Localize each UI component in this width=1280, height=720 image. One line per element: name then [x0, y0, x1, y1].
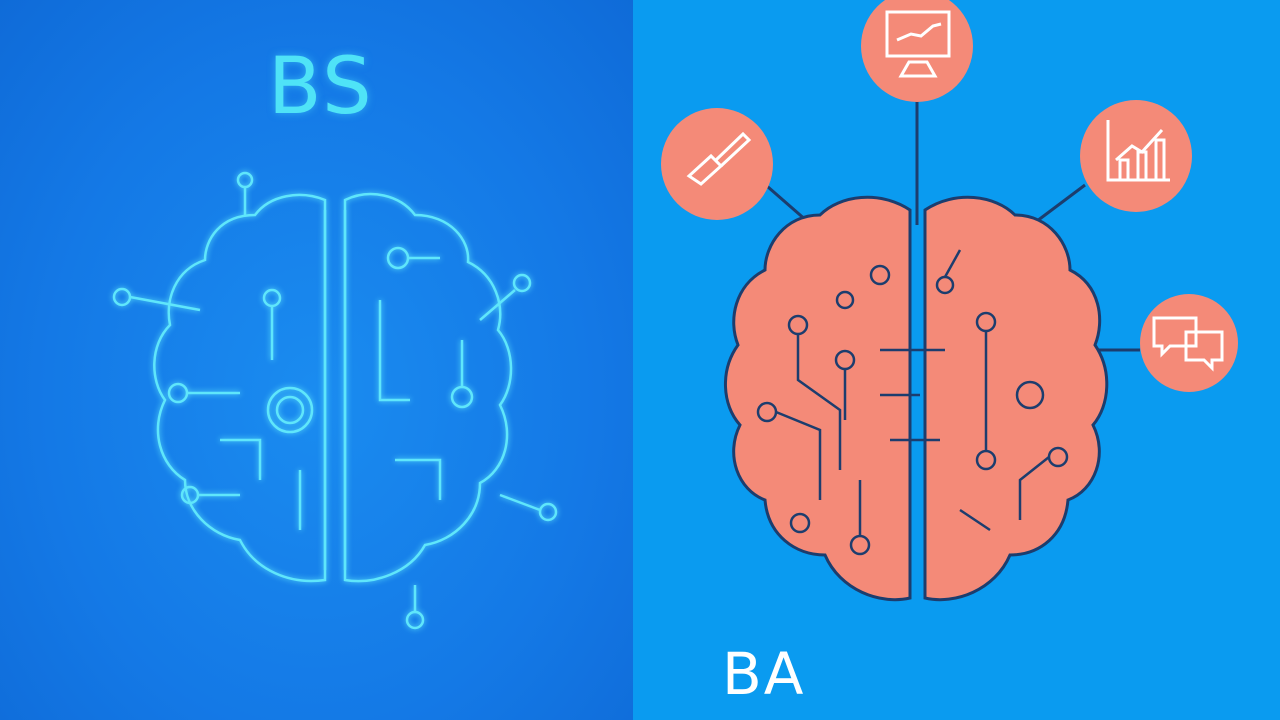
left-panel: [0, 0, 633, 720]
monitor-chart-icon: [861, 0, 973, 102]
ba-label: BA: [722, 640, 806, 708]
bar-chart-icon: [1080, 100, 1192, 212]
bs-label: BS: [268, 42, 374, 132]
chat-bubbles-icon: [1140, 294, 1238, 392]
paintbrush-icon: [661, 108, 773, 220]
